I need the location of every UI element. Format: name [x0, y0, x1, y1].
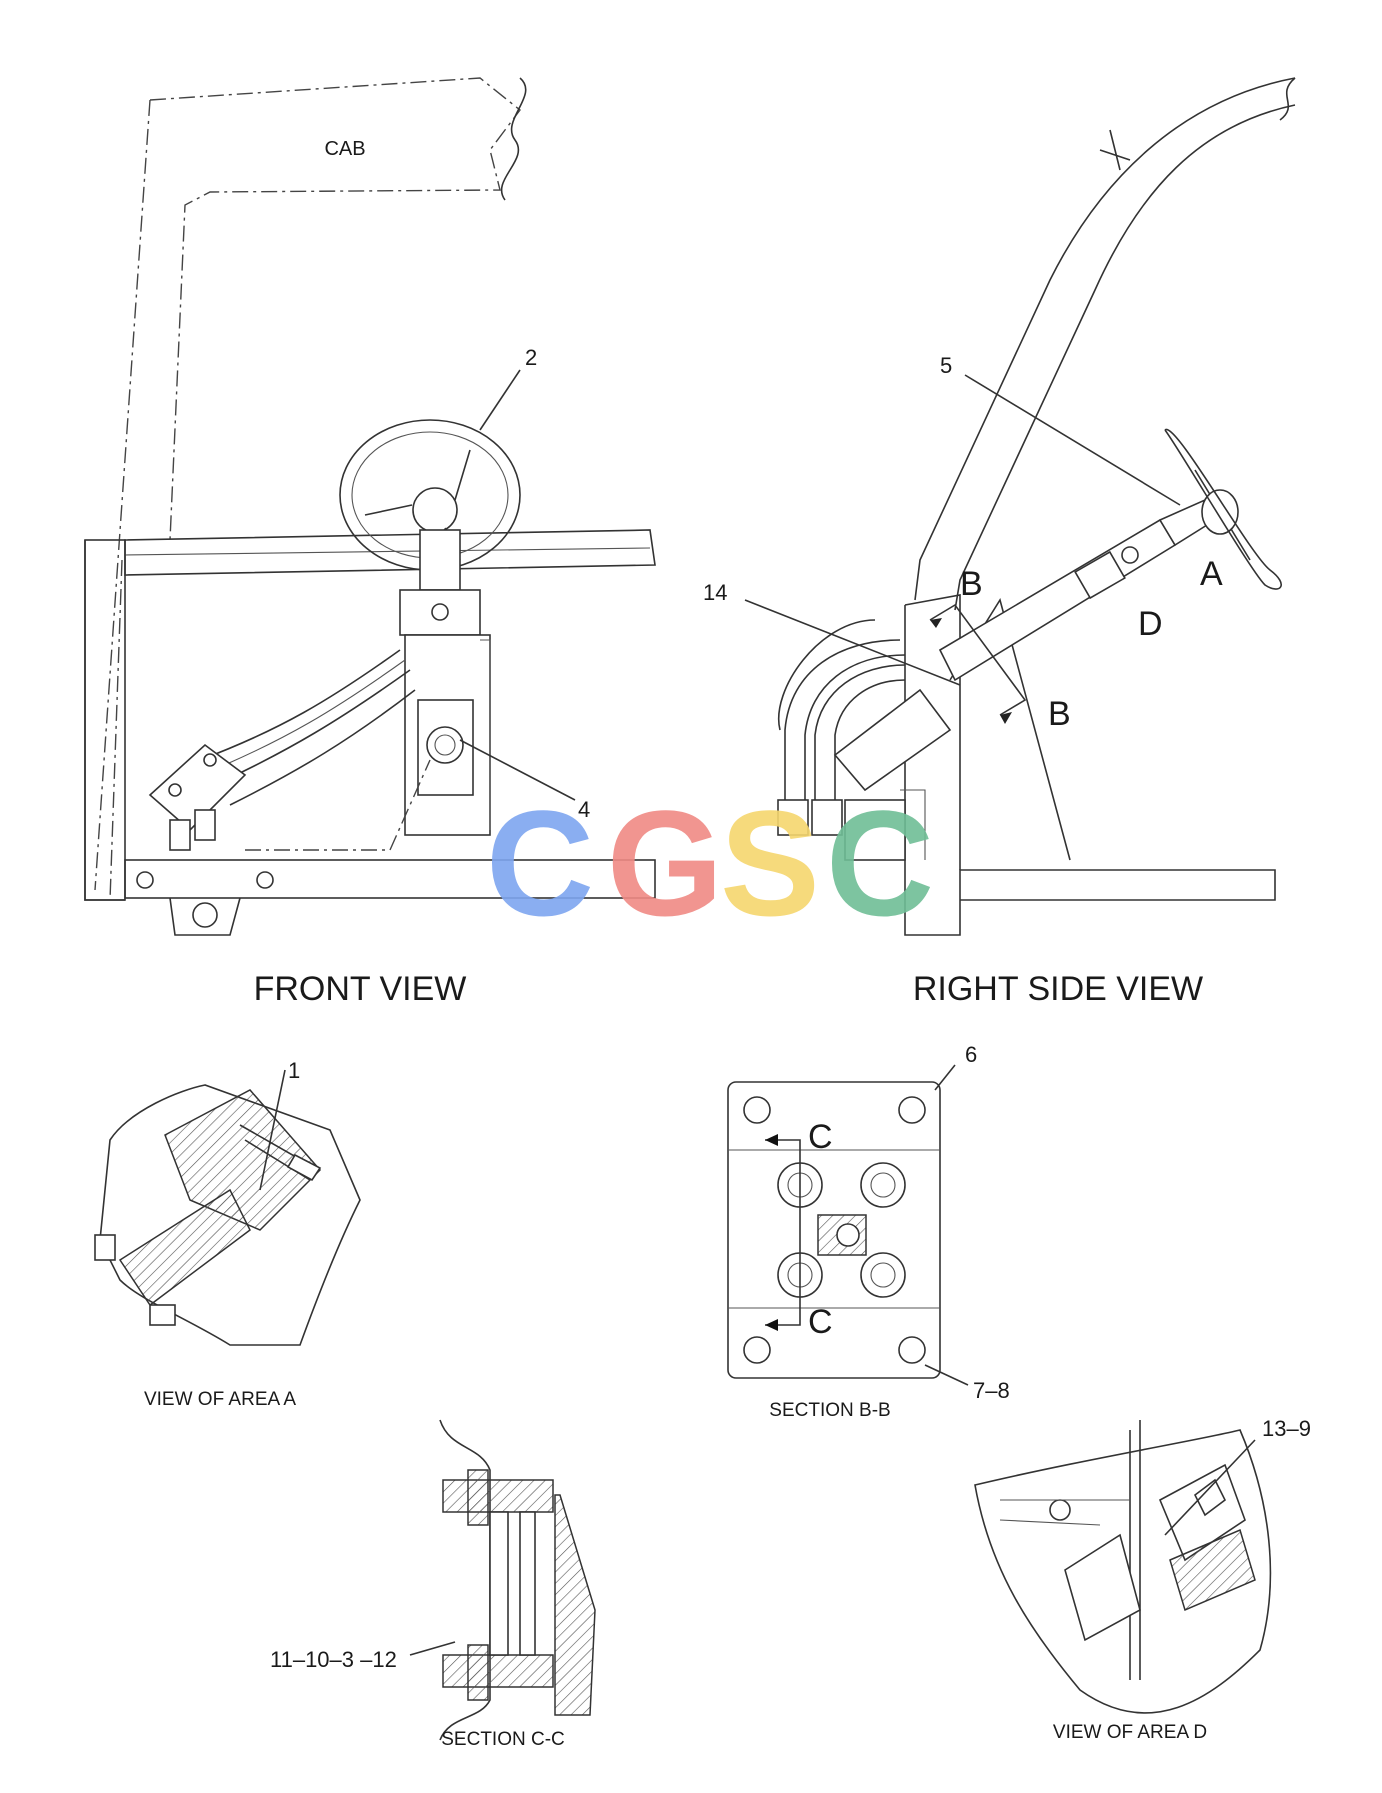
marker-a: A [1200, 555, 1223, 593]
section-bb-title: SECTION B-B [769, 1400, 890, 1421]
watermark-letter-c2: C [826, 779, 934, 947]
cab-label: CAB [324, 138, 365, 160]
section-cc-title: SECTION C-C [441, 1729, 565, 1750]
marker-b-top: B [960, 565, 983, 603]
callout-1: 1 [288, 1058, 300, 1083]
front-view-title: FRONT VIEW [254, 970, 467, 1008]
marker-c-bottom: C [808, 1303, 833, 1341]
view-area-d-title: VIEW OF AREA D [1053, 1722, 1207, 1743]
watermark-letter-g: G [607, 779, 724, 947]
front-view-drawing [84, 77, 656, 936]
watermark-letter-c1: C [486, 779, 594, 947]
callout-13-9: 13–9 [1262, 1416, 1311, 1441]
callout-2: 2 [525, 345, 537, 370]
marker-b-bottom: B [1048, 695, 1071, 733]
callout-7-8: 7–8 [973, 1378, 1010, 1403]
callout-5: 5 [940, 353, 952, 378]
view-area-a-drawing [94, 1069, 361, 1346]
cgsc-watermark: C G S C [486, 779, 934, 947]
callout-4: 4 [578, 797, 590, 822]
section-cc-drawing [409, 1419, 596, 1741]
section-bb-drawing [727, 1064, 969, 1386]
view-area-a-title: VIEW OF AREA A [144, 1389, 296, 1410]
callout-14: 14 [703, 580, 727, 605]
callout-6: 6 [965, 1042, 977, 1067]
right-side-view-drawing [744, 77, 1296, 936]
marker-d: D [1138, 605, 1163, 643]
watermark-letter-s: S [720, 779, 820, 947]
right-side-view-title: RIGHT SIDE VIEW [913, 970, 1203, 1008]
view-area-d-drawing [974, 1420, 1272, 1714]
callout-11-10-3-12: 11–10–3 –12 [270, 1647, 397, 1672]
marker-c-top: C [808, 1118, 833, 1156]
